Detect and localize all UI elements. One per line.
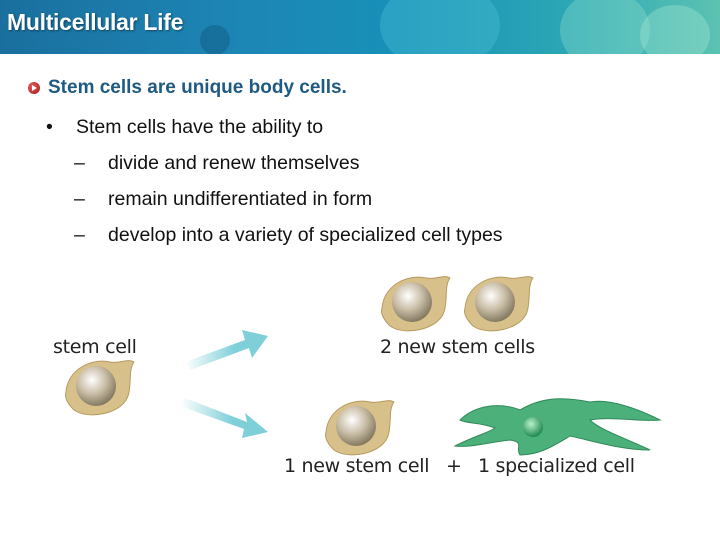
headline-text: Stem cells are unique body cells. xyxy=(48,77,347,98)
sub-bullet-text: develop into a variety of specialized ce… xyxy=(108,224,503,246)
bullet-text: Stem cells have the ability to xyxy=(76,116,324,138)
arrow-up-icon xyxy=(185,330,268,370)
arrow-down-icon xyxy=(180,398,268,438)
new-stem-cell-icon xyxy=(380,276,451,332)
dash: – xyxy=(74,152,85,174)
sub-bullet-item: – develop into a variety of specialized … xyxy=(46,222,503,258)
one-new-stem-cell-label: 1 new stem cell xyxy=(284,455,430,477)
bullet-dot: • xyxy=(46,116,53,138)
stem-cell-diagram: stem cell 2 new stem cells 1 new stem ce… xyxy=(0,270,720,500)
dash: – xyxy=(74,188,85,210)
stem-cell-label: stem cell xyxy=(53,336,137,358)
bullet-list: • Stem cells have the ability to – divid… xyxy=(46,114,503,258)
stem-cell-icon xyxy=(64,360,135,416)
sub-bullet-item: – remain undifferentiated in form xyxy=(46,186,503,222)
specialized-cell-icon xyxy=(453,398,662,456)
new-stem-cell-icon xyxy=(324,400,395,456)
title-banner: Multicellular Life xyxy=(0,0,720,54)
sub-bullet-text: remain undifferentiated in form xyxy=(108,188,373,210)
headline: Stem cells are unique body cells. xyxy=(28,77,347,99)
two-new-stem-cells-label: 2 new stem cells xyxy=(380,336,535,358)
specialized-cell-label: 1 specialized cell xyxy=(478,455,635,477)
bullet-item: • Stem cells have the ability to xyxy=(46,114,503,150)
sub-bullet-item: – divide and renew themselves xyxy=(46,150,503,186)
play-bullet-icon xyxy=(28,82,40,94)
slide-title: Multicellular Life xyxy=(7,9,184,35)
dash: – xyxy=(74,224,85,246)
plus-sign: + xyxy=(446,455,462,477)
sub-bullet-text: divide and renew themselves xyxy=(108,152,360,174)
new-stem-cell-icon xyxy=(463,276,534,332)
